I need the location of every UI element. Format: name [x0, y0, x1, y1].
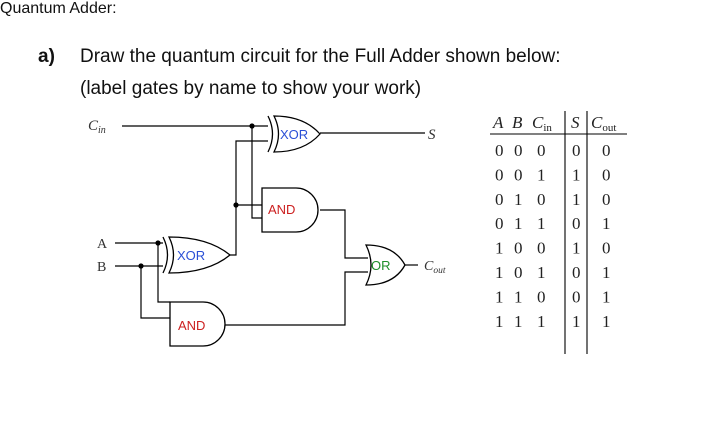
b-label: B	[97, 260, 106, 275]
table-cell: 0	[495, 190, 504, 209]
xor-top-gate	[267, 115, 321, 153]
table-cell: 1	[572, 190, 581, 209]
header-cin: Cin	[532, 113, 552, 134]
a-to-and-wire	[157, 243, 170, 303]
table-cell: 0	[514, 141, 523, 160]
table-cell: 0	[514, 263, 523, 282]
table-cell: 1	[537, 214, 546, 233]
question-text-line2: (label gates by name to show your work)	[80, 78, 422, 99]
table-cell: 0	[572, 263, 581, 282]
table-cell: 1	[602, 312, 611, 331]
cin-label: Cin	[88, 118, 106, 136]
question-marker: a)	[38, 46, 55, 67]
table-cell: 0	[495, 214, 504, 233]
junction-dots	[138, 123, 255, 269]
table-cell: 1	[537, 165, 546, 184]
xor-bottom-out-wire	[230, 140, 268, 256]
xor-junction	[233, 202, 239, 208]
cout-label: Cout	[424, 259, 446, 276]
table-cell: 1	[514, 287, 523, 306]
or-gate	[364, 244, 406, 286]
question-text-line1: Draw the quantum circuit for the Full Ad…	[80, 46, 561, 67]
table-cell: 0	[495, 165, 504, 184]
table-cell: 1	[495, 287, 504, 306]
table-cell: 1	[495, 263, 504, 282]
table-cell: 1	[495, 239, 504, 258]
table-cell: 1	[495, 312, 504, 331]
table-cell: 0	[537, 190, 546, 209]
table-cell: 1	[602, 214, 611, 233]
table-cell: 1	[572, 165, 581, 184]
table-cell: 0	[495, 141, 504, 160]
table-cell: 0	[572, 287, 581, 306]
truth-table-header: A B Cin S Cout	[492, 113, 616, 134]
table-cell: 1	[537, 263, 546, 282]
s-label: S	[428, 127, 436, 143]
page-title: Quantum Adder:	[0, 0, 117, 17]
cin-to-and-wire	[251, 126, 262, 219]
table-cell: 1	[602, 263, 611, 282]
xor-top-label: XOR	[280, 127, 308, 142]
or-label: OR	[371, 258, 391, 273]
table-cell: 0	[537, 239, 546, 258]
header-cout: Cout	[591, 113, 616, 134]
and-bottom-label: AND	[178, 318, 205, 333]
table-cell: 0	[572, 141, 581, 160]
table-cell: 0	[537, 141, 546, 160]
table-cell: 1	[572, 239, 581, 258]
header-b: B	[512, 113, 523, 132]
table-cell: 1	[537, 312, 546, 331]
table-cell: 0	[572, 214, 581, 233]
header-a: A	[492, 113, 504, 132]
header-s: S	[571, 113, 580, 132]
cin-junction	[249, 123, 255, 129]
table-rules	[490, 111, 627, 354]
b-to-and-wire	[140, 266, 170, 319]
table-cell: 1	[602, 287, 611, 306]
table-cell: 1	[514, 312, 523, 331]
table-cell: 1	[572, 312, 581, 331]
table-cell: 0	[514, 239, 523, 258]
a-junction	[155, 240, 161, 246]
table-cell: 0	[602, 190, 611, 209]
table-cell: 1	[514, 214, 523, 233]
and-top-label: AND	[268, 202, 295, 217]
and-bottom-gate	[169, 301, 226, 347]
and-top-gate	[261, 187, 319, 233]
and-top-to-or-wire	[320, 209, 368, 259]
xor-bottom-gate	[162, 236, 232, 274]
and-bottom-to-or-wire	[225, 271, 368, 326]
table-cell: 0	[514, 165, 523, 184]
table-cell: 0	[602, 165, 611, 184]
b-junction	[138, 263, 144, 269]
table-cell: 0	[602, 141, 611, 160]
table-cell: 0	[537, 287, 546, 306]
a-label: A	[97, 237, 108, 252]
xor-bottom-label: XOR	[177, 248, 205, 263]
table-cell: 1	[514, 190, 523, 209]
table-cell: 0	[602, 239, 611, 258]
